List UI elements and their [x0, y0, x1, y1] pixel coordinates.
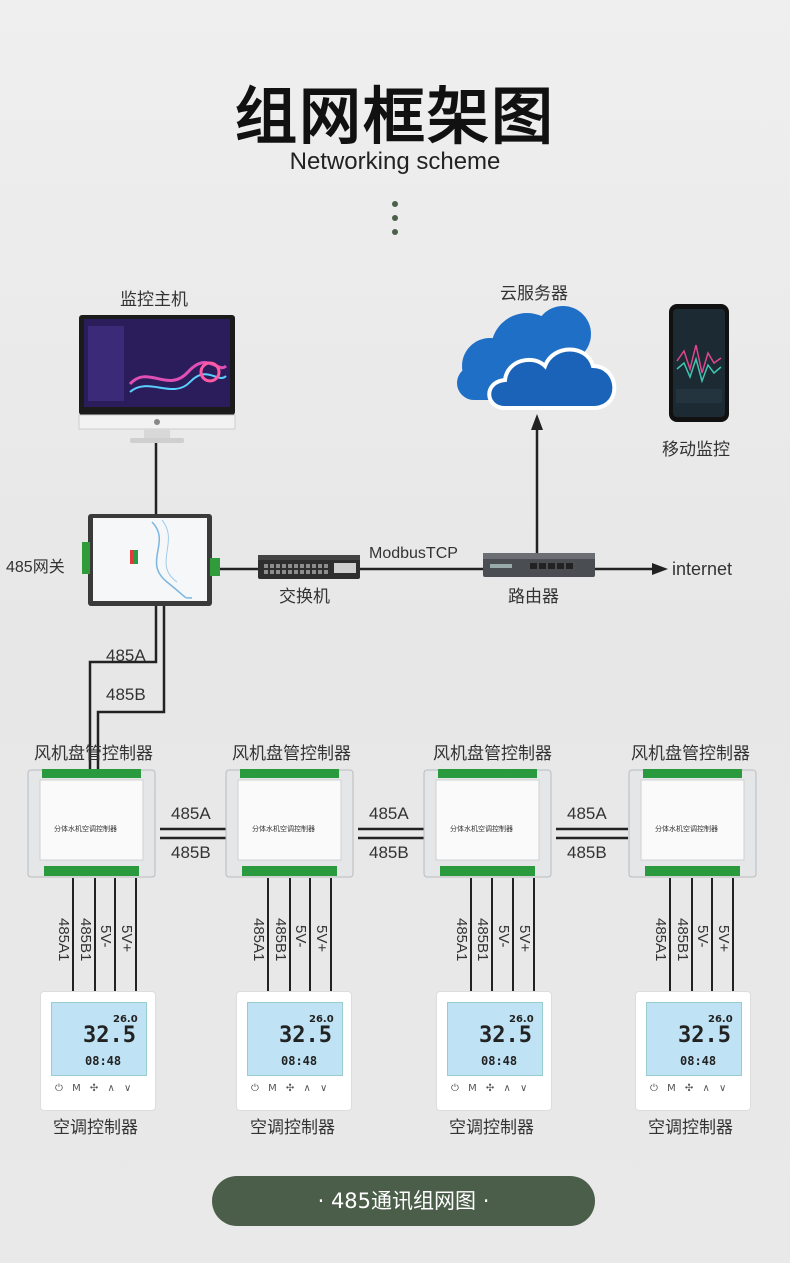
wire-label: 5V+ [715, 925, 732, 953]
wire-label: 5V- [495, 925, 512, 948]
fcu-label: 风机盘管控制器 [232, 744, 351, 764]
divider-dot [392, 215, 398, 221]
phone-icon [669, 304, 729, 422]
clock: 08:48 [481, 1054, 518, 1068]
divider-dot [392, 229, 398, 235]
thermostat: 32.5 26.0 08:48 ⏻ M ✣ ∧ ∨ [436, 991, 552, 1111]
thermostat-label: 空调控制器 [449, 1118, 534, 1138]
gateway-icon [82, 514, 220, 606]
fcu-controller: 分体水机空调控制器 [24, 766, 159, 881]
room-temp: 32.5 [479, 1023, 532, 1048]
bus-a-label: 485A [171, 804, 211, 823]
thermostat-label: 空调控制器 [250, 1118, 335, 1138]
fcu-controller: 分体水机空调控制器 [222, 766, 357, 881]
monitor-label: 监控主机 [120, 290, 188, 310]
wire-label: 485A1 [250, 918, 267, 962]
bus-b-label: 485B [106, 685, 146, 704]
thermostat-label: 空调控制器 [648, 1118, 733, 1138]
set-temp: 26.0 [309, 1014, 334, 1025]
clock: 08:48 [281, 1054, 318, 1068]
thermostat: 32.5 26.0 08:48 ⏻ M ✣ ∧ ∨ [40, 991, 156, 1111]
wire-label: 485B1 [77, 918, 94, 962]
set-temp: 26.0 [509, 1014, 534, 1025]
clock: 08:48 [85, 1054, 122, 1068]
room-temp: 32.5 [678, 1023, 731, 1048]
fcu-label: 风机盘管控制器 [631, 744, 750, 764]
clock: 08:48 [680, 1054, 717, 1068]
fcu-inner-label: 分体水机空调控制器 [252, 825, 315, 833]
router-icon [483, 553, 595, 577]
page-title: 组网框架图 [234, 80, 555, 153]
wire-label: 5V+ [118, 925, 135, 953]
wire-label: 5V- [292, 925, 309, 948]
switch-label: 交换机 [279, 587, 330, 607]
router-label: 路由器 [508, 587, 559, 607]
fcu-inner-label: 分体水机空调控制器 [655, 825, 718, 833]
wire-label: 485B1 [674, 918, 691, 962]
bus-b-label: 485B [567, 843, 607, 862]
room-temp: 32.5 [279, 1023, 332, 1048]
set-temp: 26.0 [708, 1014, 733, 1025]
divider-dot [392, 201, 398, 207]
page-subtitle: Networking scheme [289, 148, 501, 175]
cloud-label: 云服务器 [500, 284, 568, 304]
monitor-icon [78, 315, 236, 443]
bus-b-label: 485B [369, 843, 409, 862]
room-temp: 32.5 [83, 1023, 136, 1048]
phone-label: 移动监控 [662, 440, 730, 460]
bus-a-label: 485A [567, 804, 607, 823]
wire-label: 5V+ [313, 925, 330, 953]
bus-b-label: 485B [171, 843, 211, 862]
thermostat-buttons[interactable]: ⏻ M ✣ ∧ ∨ [251, 1083, 331, 1094]
wire-label: 5V+ [516, 925, 533, 953]
fcu-controller: 分体水机空调控制器 [625, 766, 760, 881]
wire-label: 5V- [97, 925, 114, 948]
footer-badge: · 485通讯组网图 · [212, 1176, 595, 1226]
wire-label: 5V- [694, 925, 711, 948]
bus-a-label: 485A [369, 804, 409, 823]
thermostat-buttons[interactable]: ⏻ M ✣ ∧ ∨ [650, 1083, 730, 1094]
wire-label: 485A1 [652, 918, 669, 962]
thermostat: 32.5 26.0 08:48 ⏻ M ✣ ∧ ∨ [236, 991, 352, 1111]
thermostat-label: 空调控制器 [53, 1118, 138, 1138]
internet-label: internet [672, 559, 733, 579]
thermostat: 32.5 26.0 08:48 ⏻ M ✣ ∧ ∨ [635, 991, 751, 1111]
wire-label: 485A1 [55, 918, 72, 962]
set-temp: 26.0 [113, 1014, 138, 1025]
switch-icon [258, 555, 360, 579]
fcu-label: 风机盘管控制器 [34, 744, 153, 764]
thermostat-buttons[interactable]: ⏻ M ✣ ∧ ∨ [55, 1083, 135, 1094]
wire-label: 485B1 [474, 918, 491, 962]
fcu-label: 风机盘管控制器 [433, 744, 552, 764]
protocol-label: ModbusTCP [369, 545, 458, 562]
bus-a-label: 485A [106, 646, 146, 665]
wire-label: 485B1 [272, 918, 289, 962]
wire-label: 485A1 [453, 918, 470, 962]
fcu-inner-label: 分体水机空调控制器 [54, 825, 117, 833]
cloud-icon [457, 306, 617, 410]
fcu-inner-label: 分体水机空调控制器 [450, 825, 513, 833]
fcu-controller: 分体水机空调控制器 [420, 766, 555, 881]
gateway-label: 485网关 [6, 559, 65, 576]
thermostat-buttons[interactable]: ⏻ M ✣ ∧ ∨ [451, 1083, 531, 1094]
